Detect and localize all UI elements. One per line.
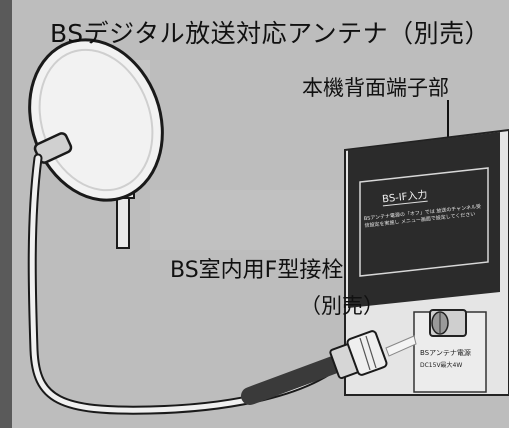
cable-end: [241, 355, 345, 405]
antenna-dish: [28, 38, 164, 202]
left-edge-band: [0, 0, 12, 428]
f-connector: [329, 330, 388, 380]
jack-rating: DC15V最大4W: [420, 362, 463, 369]
connector-label: BS室内用F型接栓: [170, 258, 344, 283]
rear-panel: [344, 128, 509, 396]
antenna-title-label: BSデジタル放送対応アンテナ（別売）: [50, 19, 491, 48]
f-jack: [429, 309, 467, 337]
jack-label: BSアンテナ電源: [420, 349, 471, 357]
insert-arrow: [385, 335, 417, 357]
port-label: 本機背面端子部: [302, 76, 449, 100]
connector-label-sub: （別売）: [300, 294, 384, 318]
